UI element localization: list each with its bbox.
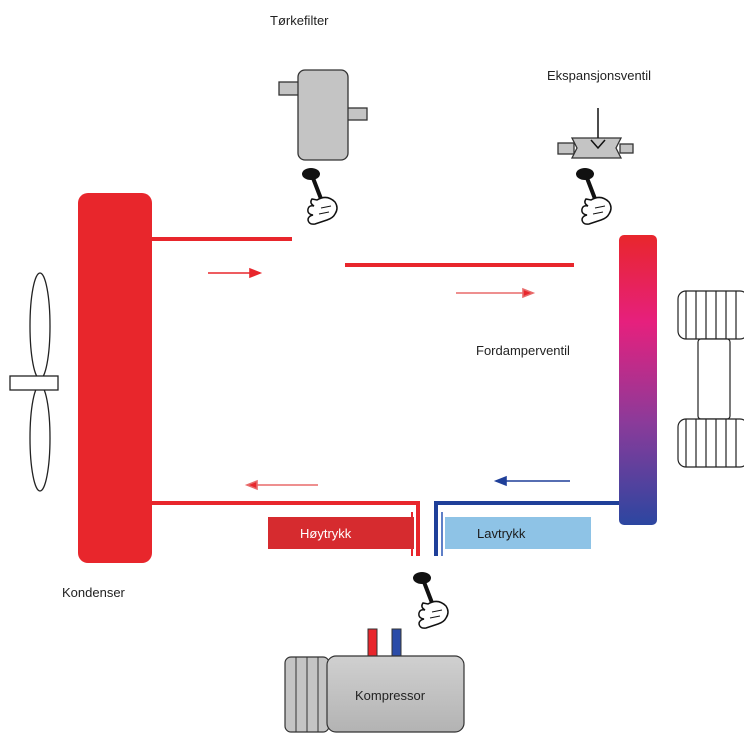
wrench-hand-icon — [411, 570, 450, 631]
expansion-valve-label: Ekspansjonsventil — [547, 68, 651, 83]
pipe-low-pressure — [434, 501, 619, 556]
flow-arrow-left — [493, 475, 570, 487]
evaporator — [619, 235, 657, 525]
compressor-label: Kompressor — [355, 688, 426, 703]
low-pressure-box — [445, 517, 591, 549]
flow-arrow-left — [244, 479, 318, 491]
wheel-icon — [677, 290, 744, 468]
fan-icon — [9, 272, 59, 492]
dryer-filter — [278, 69, 368, 161]
high-pressure-label: Høytrykk — [300, 526, 352, 541]
compressor — [284, 628, 465, 733]
compressor-body — [326, 655, 465, 733]
flow-arrow-right — [208, 267, 263, 279]
condenser — [78, 193, 152, 563]
evaporator-valve-label: Fordamperventil — [476, 343, 570, 358]
wrench-hand-icon — [574, 166, 613, 227]
expansion-valve — [557, 108, 634, 159]
wrench-hand-icon — [300, 166, 339, 227]
pipe-high-pressure — [152, 501, 420, 556]
flow-arrow-right — [456, 287, 536, 299]
condenser-label: Kondenser — [62, 585, 126, 600]
low-pressure-label: Lavtrykk — [477, 526, 526, 541]
high-pressure-box — [268, 517, 414, 549]
dryer-filter-label: Tørkefilter — [270, 13, 329, 28]
